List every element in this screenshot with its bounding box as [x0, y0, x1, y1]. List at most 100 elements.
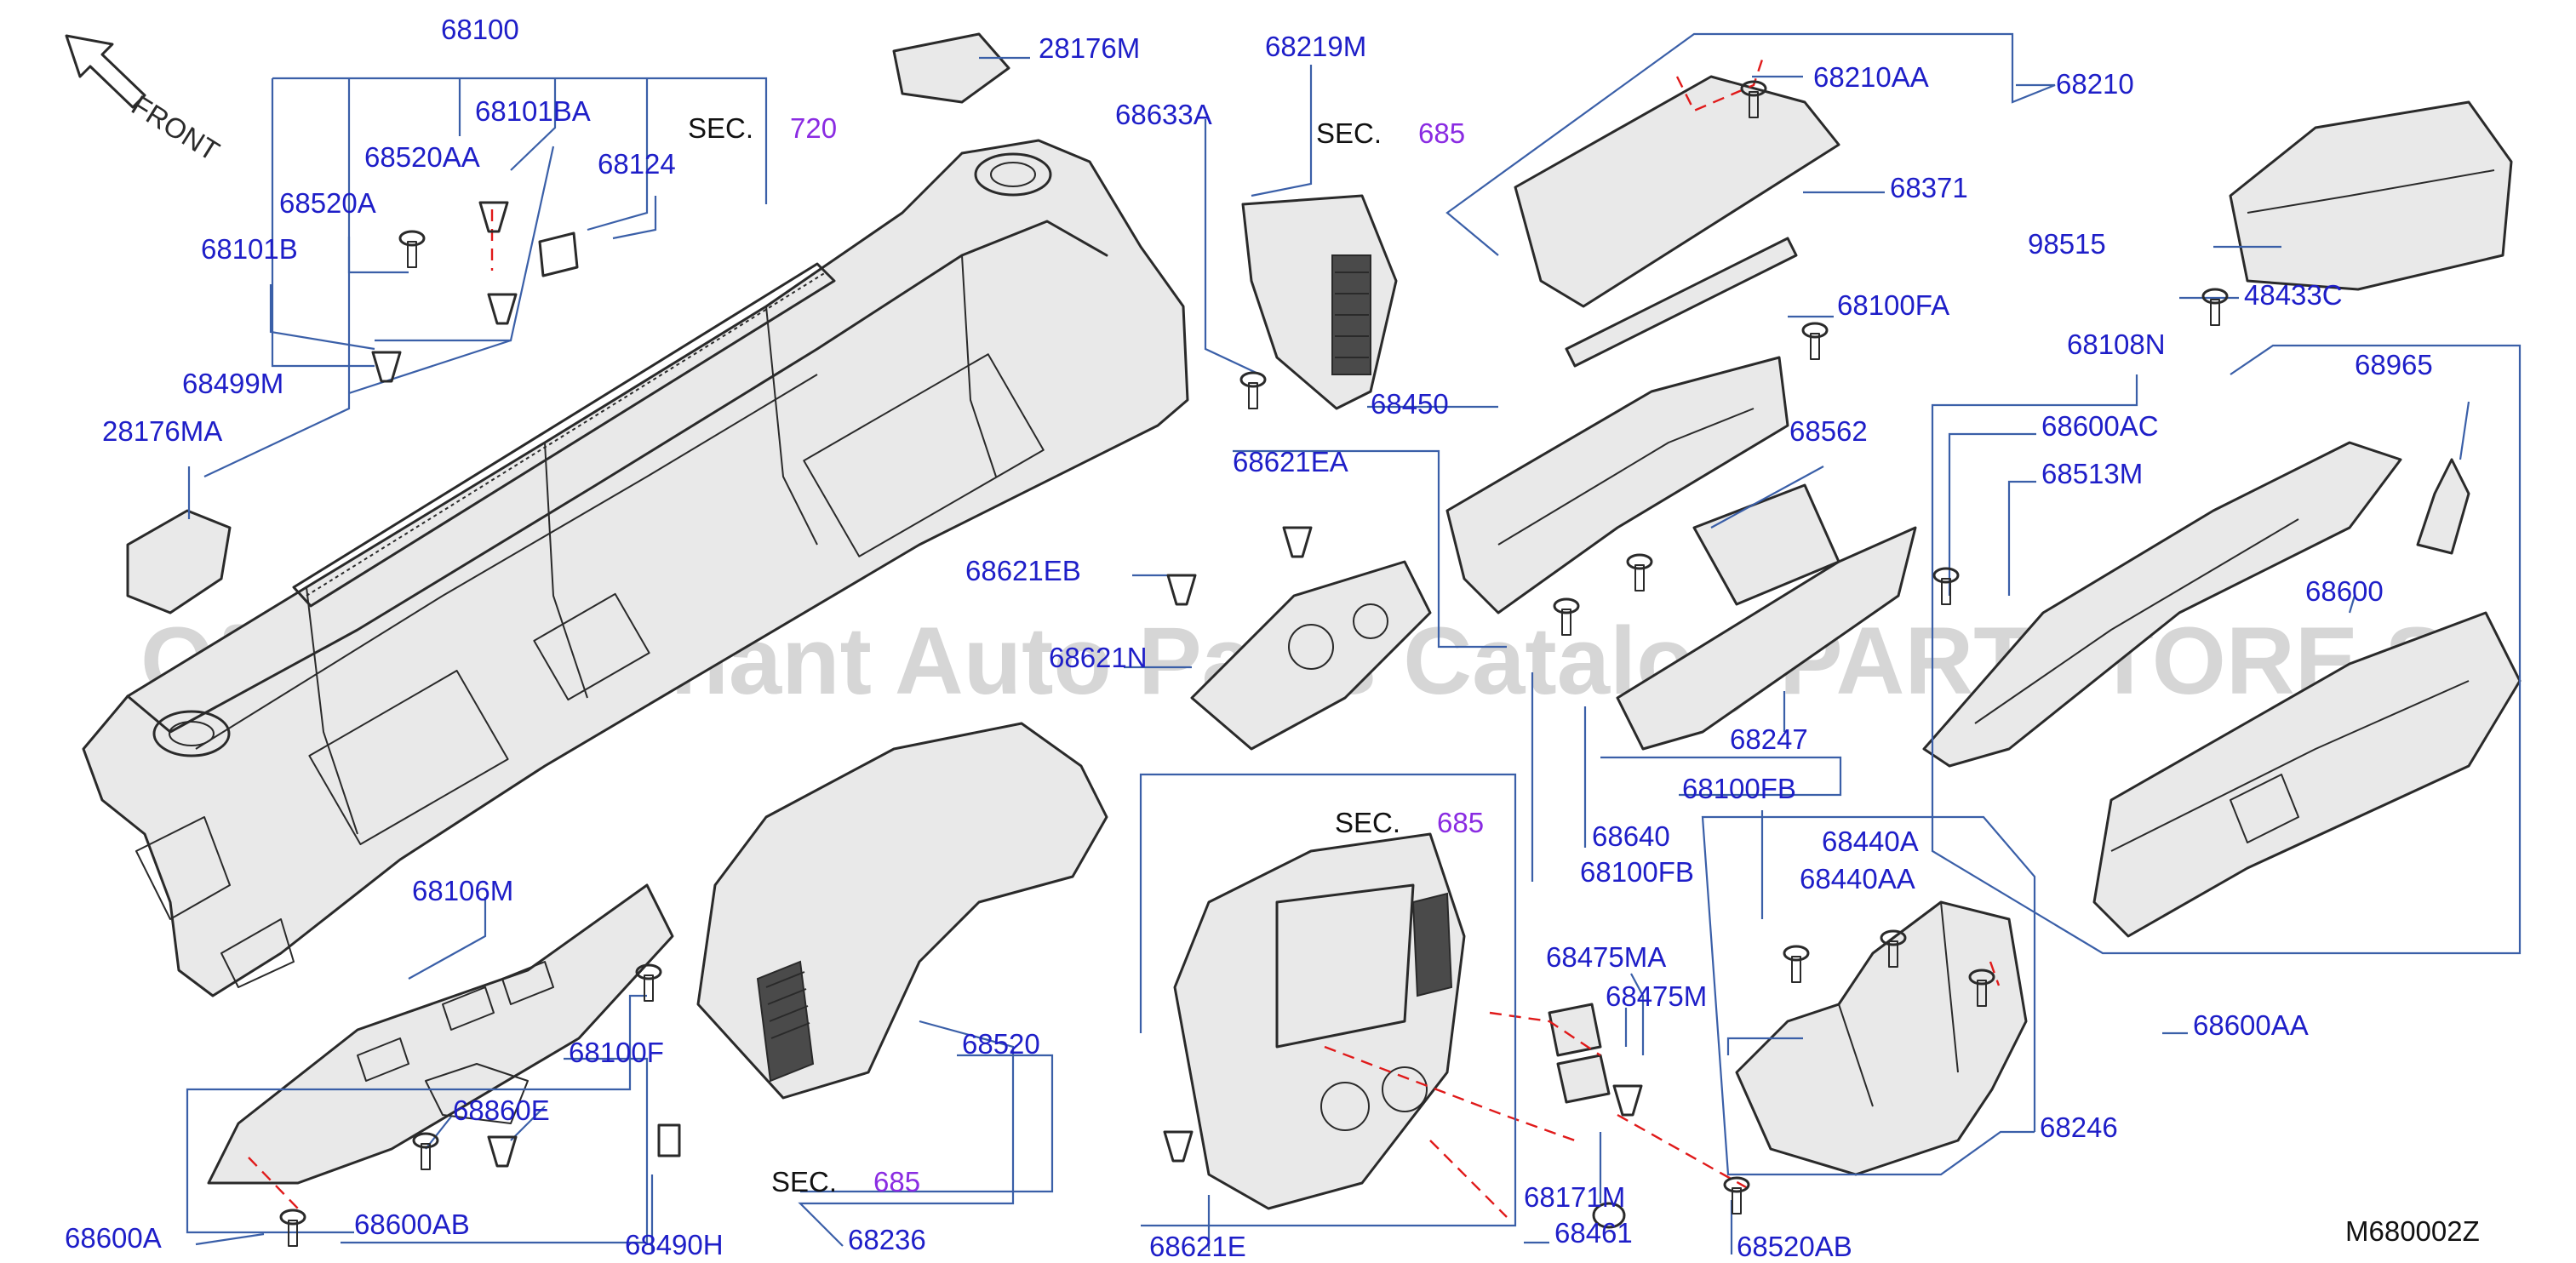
- part-label: 68520: [962, 1028, 1040, 1060]
- part-label: 68600AC: [2041, 410, 2159, 442]
- clip-icon: [1163, 1130, 1194, 1163]
- dashed-indicators: [248, 59, 2001, 1218]
- part-label: 68520AB: [1737, 1231, 1852, 1262]
- sec-prefix: SEC.: [771, 1166, 837, 1197]
- leader-line: [1139, 773, 1517, 1227]
- part-label: 68100F: [569, 1037, 664, 1068]
- instrument-panel-illustration: [82, 139, 1189, 997]
- part-label: 98515: [2028, 228, 2106, 260]
- screw-icon: [1783, 945, 1810, 983]
- part-label: 68513M: [2041, 458, 2143, 489]
- dashed-indicator-line: [1989, 961, 2001, 986]
- leader-line: [348, 339, 512, 395]
- leader-line: [612, 196, 657, 240]
- screw-icon: [1932, 567, 1960, 605]
- lower-cover-left-illustration: [207, 883, 674, 1185]
- screw-icon: [1553, 597, 1580, 636]
- part-label: 68621EA: [1233, 446, 1348, 477]
- part-label: 68621N: [1049, 642, 1148, 673]
- sec-prefix: SEC.: [1335, 807, 1400, 838]
- strip-illustration: [1565, 237, 1798, 368]
- leader-line: [2348, 595, 2356, 614]
- leader-line: [203, 78, 351, 477]
- leader-line: [1701, 815, 2036, 1176]
- screw-icon: [1968, 969, 1995, 1007]
- part-label: 68247: [1730, 723, 1808, 755]
- part-label: 68562: [1789, 415, 1868, 447]
- glove-box-lid-assembly-illustration: [1922, 441, 2402, 768]
- leader-line: [1931, 344, 2522, 955]
- leader-line: [587, 78, 649, 231]
- screw-icon: [1626, 553, 1653, 591]
- sec-prefix: SEC.: [688, 112, 753, 144]
- sec-prefix: SEC.: [1316, 117, 1382, 149]
- diagram-code: M680002Z: [2345, 1215, 2480, 1247]
- part-label: 68371: [1890, 172, 1968, 203]
- part-label: 68640: [1592, 820, 1670, 852]
- clip-icon: [487, 293, 518, 325]
- part-label: 48433C: [2244, 279, 2343, 311]
- end-cap-left-illustration: [126, 509, 232, 614]
- leader-line: [1710, 466, 1824, 529]
- part-label: 68520AA: [364, 141, 480, 173]
- leader-line: [1204, 119, 1261, 375]
- part-label: 68499M: [182, 368, 283, 399]
- leader-line: [1948, 432, 2036, 596]
- leader-line: [1600, 756, 1842, 797]
- lid-illustration: [1514, 75, 1840, 308]
- leader-line: [1630, 973, 1645, 1055]
- part-label: 68101B: [201, 233, 298, 265]
- clip-icon: [1166, 574, 1197, 606]
- screw-icon: [1723, 1176, 1750, 1214]
- clip-icon: [371, 351, 402, 383]
- leader-line: [510, 1106, 546, 1141]
- leader-line: [798, 1020, 1015, 1247]
- part-label: 68219M: [1265, 31, 1366, 62]
- part-label: 68106M: [412, 875, 513, 906]
- leader-line: [510, 78, 557, 171]
- bracket-illustration: [1190, 560, 1432, 751]
- glove-box-housing-illustration: [1445, 356, 1789, 614]
- front-arrow-icon: [65, 34, 146, 109]
- part-label: 68600AB: [354, 1209, 470, 1240]
- center-vent-bezel-illustration: [1241, 194, 1398, 410]
- part-label: 68210AA: [1813, 61, 1929, 93]
- part-label: 68440A: [1822, 826, 1919, 857]
- part-label: 68210: [2056, 68, 2134, 100]
- bracket-small-b-illustration: [1556, 1054, 1611, 1104]
- part-label: 68965: [2355, 349, 2433, 380]
- part-label: 68475M: [1606, 980, 1707, 1012]
- screw-icon: [1740, 80, 1767, 118]
- sec-number: 685: [1437, 807, 1484, 838]
- screw-icon: [1880, 929, 1907, 968]
- cluster-hood-illustration: [696, 722, 1108, 1100]
- part-label: 68633A: [1115, 99, 1212, 130]
- leader-line: [2459, 401, 2470, 460]
- screw-icon: [1239, 371, 1267, 409]
- part-label: 68101BA: [475, 95, 591, 127]
- cover-right-illustration: [2416, 458, 2470, 555]
- leader-line: [271, 78, 375, 368]
- dashed-indicator-line: [1429, 1140, 1508, 1218]
- console-bracket-illustration: [1735, 900, 2028, 1176]
- leader-line: [800, 1054, 1054, 1193]
- leader-line: [408, 897, 487, 980]
- leader-line: [2007, 480, 2036, 596]
- sec-number: 720: [790, 112, 837, 144]
- bracket-small-a-illustration: [1548, 1003, 1602, 1057]
- part-label: 28176MA: [102, 415, 222, 447]
- airbag-module-illustration: [2229, 100, 2513, 291]
- dashed-indicator-line: [248, 1157, 299, 1209]
- dashed-indicator-line: [1489, 1011, 1601, 1056]
- sec-number: 685: [1418, 117, 1465, 149]
- leader-line: [269, 284, 375, 351]
- bracket-icon: [538, 231, 579, 277]
- part-label: 68124: [598, 148, 676, 180]
- leader-line: [1233, 449, 1507, 649]
- leader-line: [1251, 65, 1313, 197]
- leader-line: [375, 146, 555, 342]
- part-label: 68171M: [1524, 1181, 1625, 1213]
- end-cap-right-illustration: [892, 32, 1010, 104]
